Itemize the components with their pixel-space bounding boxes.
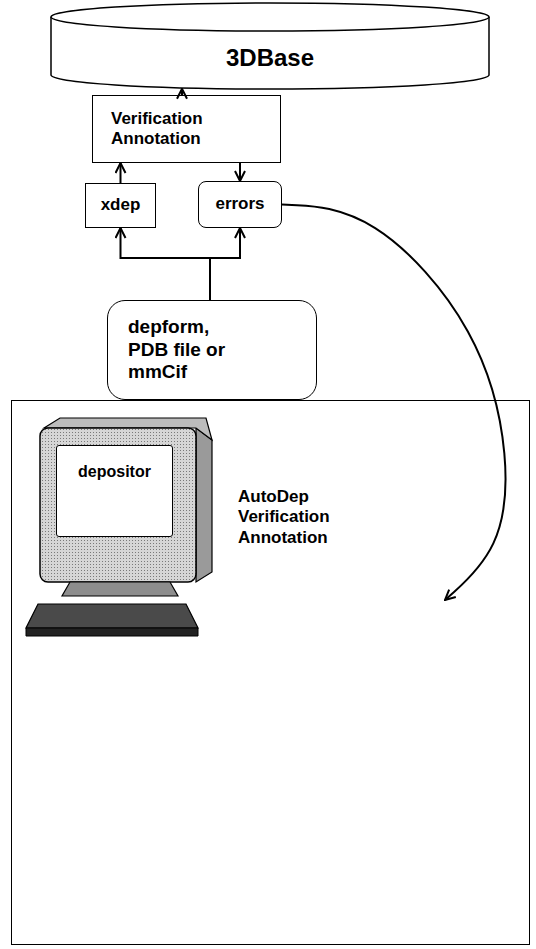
monitor-bezel [40,428,196,582]
monitor-side [196,428,212,582]
node-label: Verification Annotation [111,109,261,150]
flow-arrow [239,163,241,181]
process-box: Verification Annotation [92,95,281,163]
keyboard [26,604,198,628]
workstation-panel: depositorAutoDep Verification Annotation [11,400,530,945]
error-box: errors [198,181,282,228]
monitor-stand [62,582,178,596]
input-box: depform, PDB file or mmCif [107,300,317,400]
flow-arrow [121,228,211,300]
keyboard-edge [26,628,198,636]
database-cylinder: 3DBase [50,2,490,90]
monitor-screen: depositor [56,445,173,537]
node-label: xdep [101,195,141,215]
node-label: errors [215,194,264,214]
process-box: xdep [85,183,156,228]
flow-arrow [120,163,122,183]
node-label: AutoDep Verification Annotation [238,487,358,548]
flow-arrow [210,228,240,300]
node-label: 3DBase [226,44,314,73]
cylinder-top [51,3,489,31]
node-label: depositor [69,462,160,481]
node-label: depform, PDB file or mmCif [128,316,253,384]
